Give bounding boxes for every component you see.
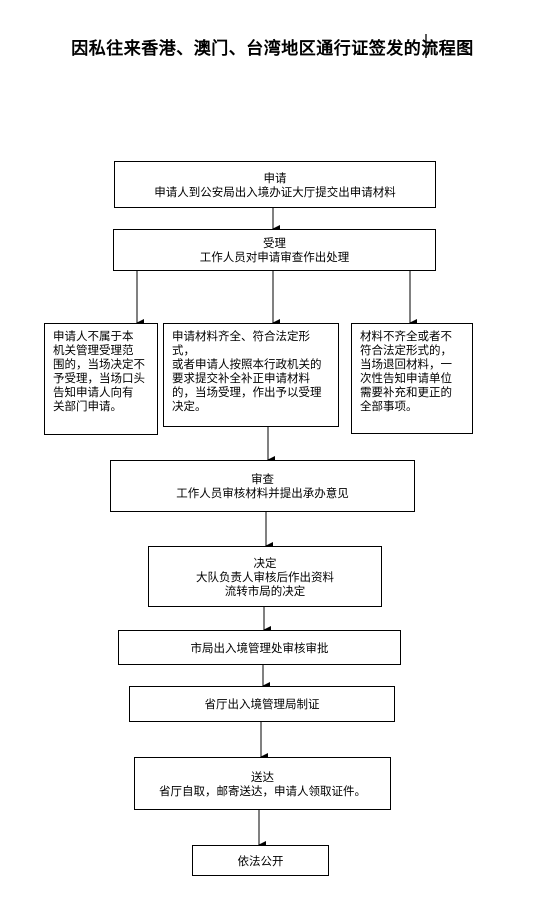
page-title: 因私往来香港、澳门、台湾地区通行证签发的流程图 (71, 39, 474, 59)
branch-left-line: 机关管理受理范 (53, 343, 134, 357)
step-issue: 省厅出入境管理局制证 (129, 686, 395, 722)
step-approve-text: 市局出入境管理处审核审批 (190, 640, 329, 655)
step-review-text: 工作人员审核材料并提出承办意见 (176, 486, 349, 500)
step-decide-text: 流转市局的决定 (224, 583, 306, 598)
branch-right-line: 次性告知申请单位 (360, 371, 452, 385)
branch-left-line: 围的，当场决定不 (53, 357, 145, 371)
step-decide-text: 大队负责人审核后作出资料 (196, 569, 334, 584)
branch-right-line: 全部事项。 (360, 399, 418, 413)
step-review-heading: 审查 (251, 472, 274, 486)
step-decide: 决定 大队负责人审核后作出资料 流转市局的决定 (148, 546, 382, 607)
step-apply-text: 申请人到公安局出入境办证大厅提交出申请材料 (154, 184, 396, 199)
branch-left-line: 申请人不属于本 (53, 329, 134, 343)
step-apply: 申请 申请人到公安局出入境办证大厅提交出申请材料 (114, 161, 436, 208)
step-deliver-heading: 送达 (251, 769, 274, 784)
branch-right-line: 材料不齐全或者不 (360, 329, 452, 343)
branch-middle-line: 决定。 (172, 399, 207, 413)
branch-accepted: 申请材料齐全、符合法定形式， 或者申请人按照本行政机关的 要求提交补全补正申请材… (163, 323, 339, 427)
step-deliver-text: 省厅自取，邮寄送达，申请人领取证件。 (159, 783, 366, 798)
branch-not-accepted: 申请人不属于本 机关管理受理范 围的，当场决定不 予受理，当场口头 告知申请人向… (44, 323, 158, 435)
branch-left-line: 予受理，当场口头 (53, 371, 145, 385)
step-accept-text: 工作人员对申请审查作出处理 (199, 250, 350, 264)
branch-middle-line: 的，当场受理，作出予以受理 (172, 385, 322, 399)
branch-right-line: 符合法定形式的， (360, 343, 452, 357)
step-publish-text: 依法公开 (237, 853, 284, 868)
branch-middle-line: 或者申请人按照本行政机关的 (172, 357, 322, 371)
step-publish: 依法公开 (192, 845, 329, 876)
step-accept: 受理 工作人员对申请审查作出处理 (113, 229, 436, 271)
branch-right-line: 当场退回材料，一 (360, 357, 452, 371)
step-approve: 市局出入境管理处审核审批 (118, 630, 401, 665)
branch-left-line: 关部门申请。 (53, 399, 122, 413)
step-review: 审查 工作人员审核材料并提出承办意见 (110, 460, 415, 512)
step-deliver: 送达 省厅自取，邮寄送达，申请人领取证件。 (134, 757, 391, 810)
branch-left-line: 告知申请人向有 (53, 385, 134, 399)
branch-returned: 材料不齐全或者不 符合法定形式的， 当场退回材料，一 次性告知申请单位 需要补充… (351, 323, 473, 434)
step-accept-heading: 受理 (263, 236, 286, 250)
step-decide-heading: 决定 (253, 555, 277, 570)
branch-middle-line: 要求提交补全补正申请材料 (172, 371, 310, 385)
step-issue-text: 省厅出入境管理局制证 (204, 697, 320, 711)
branch-middle-line: 申请材料齐全、符合法定形式， (172, 329, 310, 357)
branch-right-line: 需要补充和更正的 (360, 385, 452, 399)
step-apply-heading: 申请 (263, 170, 287, 185)
